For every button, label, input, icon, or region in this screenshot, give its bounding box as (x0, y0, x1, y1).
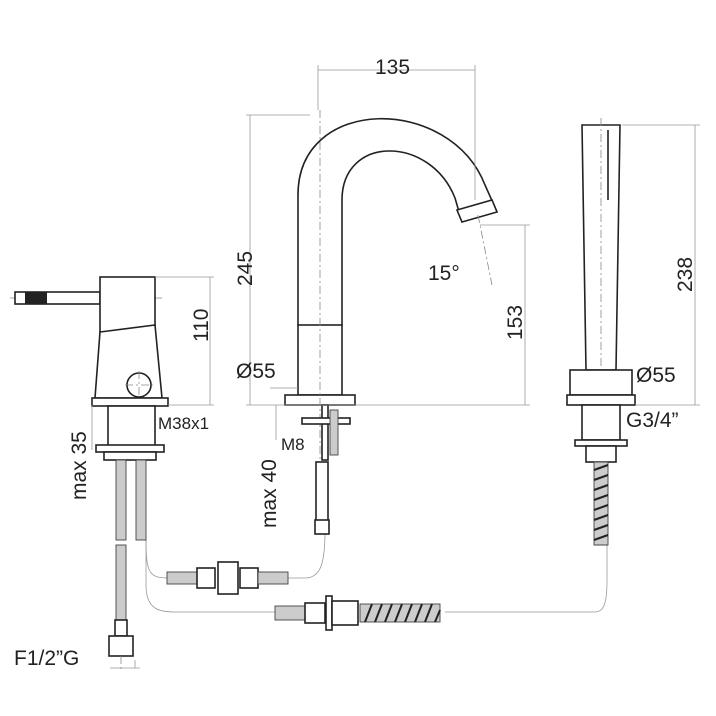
hose-routing (145, 529, 608, 613)
handshower-dimensions (622, 124, 700, 406)
handshower-diameter-label: Ø55 (636, 364, 676, 387)
spout-body (284, 110, 499, 535)
supply-connection-label: F1/2”G (14, 647, 79, 670)
handshower-thread-label: G3/4” (626, 409, 679, 432)
spout-height-label: 245 (234, 251, 257, 286)
handshower-hose-connector (274, 595, 441, 631)
spout-dimensions (246, 65, 530, 440)
handshower-height-label: 238 (674, 257, 697, 292)
mixer-height-label: 110 (190, 309, 213, 342)
spout-diameter-label: Ø55 (236, 360, 276, 383)
supply-nut (108, 635, 134, 657)
spout-angle-label: 15° (428, 262, 460, 285)
spout-thread-label: M8 (281, 435, 305, 454)
spout-outlet-height-label: 153 (504, 305, 527, 340)
mixer-body (10, 276, 169, 672)
mixer-dimensions (91, 276, 214, 669)
spout-max-deck-label: max 40 (258, 459, 281, 528)
mixer-thread-label: M38x1 (158, 414, 209, 433)
spout-hose-connector (166, 561, 289, 595)
spout-reach-label: 135 (375, 56, 410, 79)
handshower (566, 118, 636, 546)
mixer-max-deck-label: max 35 (68, 431, 91, 500)
